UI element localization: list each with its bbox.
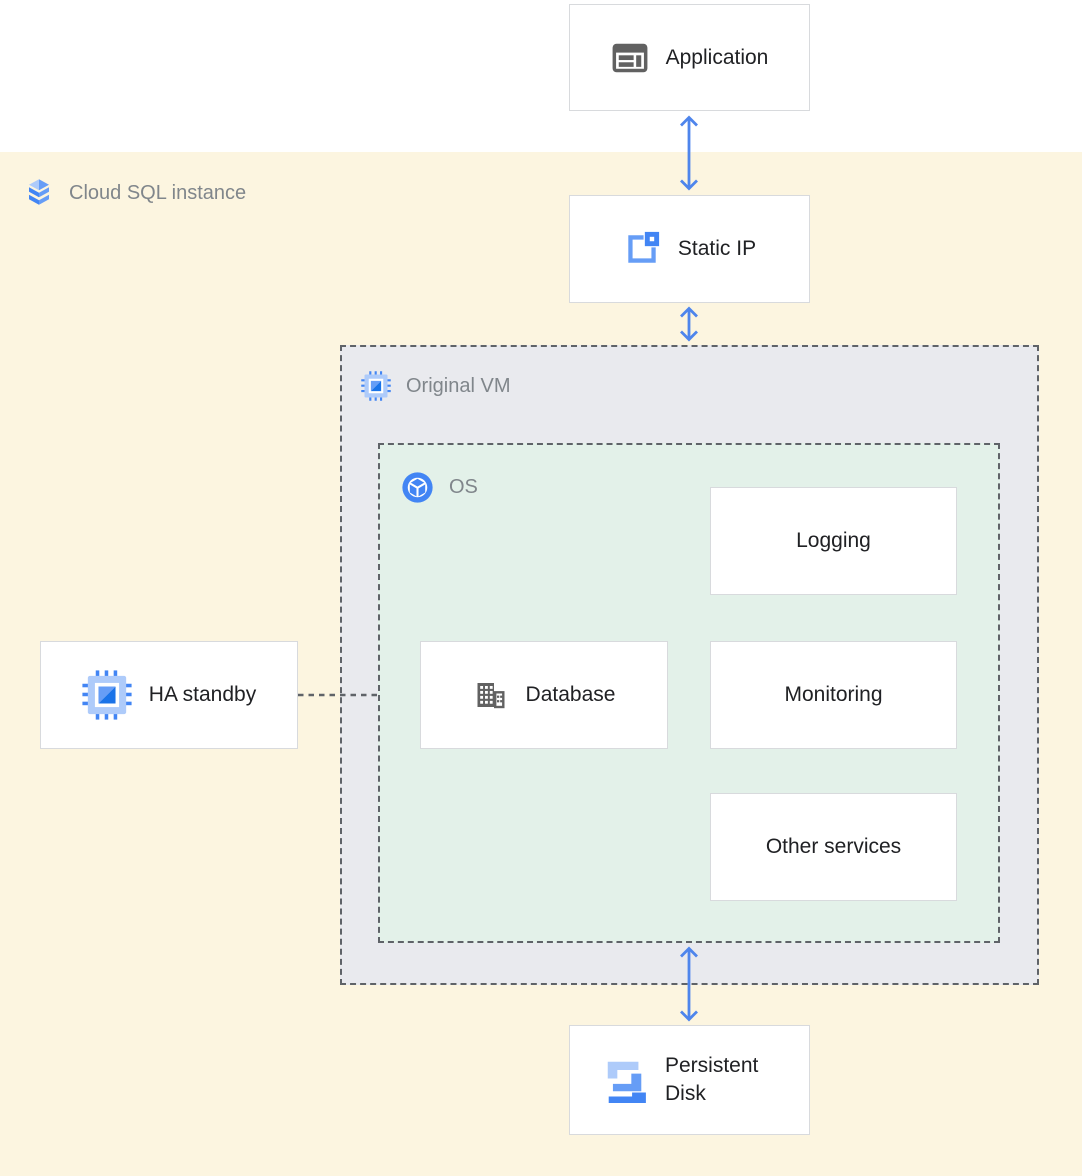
ha-standby-node: HA standby [40,641,298,749]
monitoring-label: Monitoring [784,683,883,706]
other-services-node: Other services [710,793,957,901]
building-icon [477,683,505,709]
application-label: Application [665,45,769,69]
logging-node: Logging [710,487,957,595]
compute-engine-icon [82,670,132,720]
persistent-disk-node: Persistent Disk [569,1025,810,1135]
cloud-sql-region-label: Cloud SQL instance [24,178,246,208]
database-node: Database [420,641,668,749]
compute-engine-icon [361,371,391,401]
static-ip-node: Static IP [569,195,810,303]
application-window-icon [612,43,648,72]
os-region-label: OS [401,471,478,504]
original-vm-region-label-text: Original VM [406,374,511,397]
os-icon [402,472,433,503]
persistent-disk-label: Persistent Disk [665,1054,759,1105]
cloud-sql-icon [29,179,49,205]
static-ip-label: Static IP [677,237,757,260]
external-ip-icon [628,231,659,263]
cloud-sql-region-label-text: Cloud SQL instance [69,181,247,204]
other-services-label: Other services [765,835,902,858]
database-label: Database [525,683,616,706]
persistent-disk-icon [607,1061,646,1103]
monitoring-node: Monitoring [710,641,957,749]
ha-standby-label: HA standby [148,683,257,706]
application-node: Application [569,4,810,111]
logging-label: Logging [796,529,871,552]
os-region-label-text: OS [449,476,478,498]
original-vm-region-label: Original VM [361,371,510,401]
